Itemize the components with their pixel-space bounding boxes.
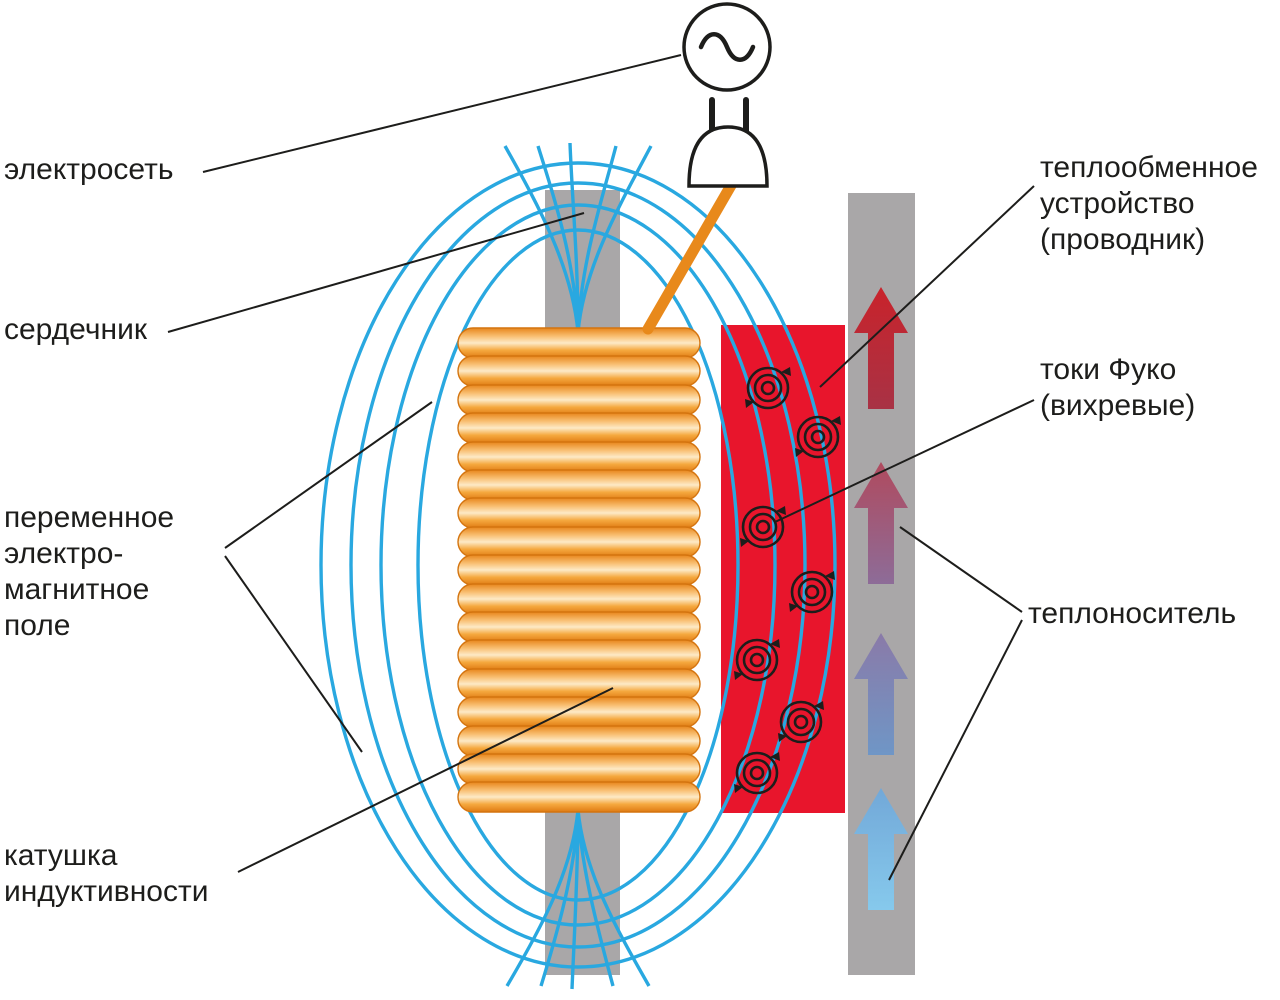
coil-turn bbox=[457, 696, 701, 728]
label-core: сердечник bbox=[4, 313, 147, 346]
pointer-field-lower bbox=[224, 555, 363, 753]
coil-turn bbox=[457, 781, 701, 813]
power-cable bbox=[642, 176, 739, 335]
pointer-field-upper bbox=[224, 401, 433, 549]
pointer-power-grid bbox=[202, 54, 682, 173]
coil-turn bbox=[457, 327, 701, 359]
coil-turn bbox=[457, 355, 701, 387]
coil-turn bbox=[457, 384, 701, 416]
label-heat-carrier: теплоноситель bbox=[1028, 597, 1237, 630]
coil-turn bbox=[457, 497, 701, 529]
label-power-grid: электросеть bbox=[4, 153, 174, 186]
pointer-coil bbox=[237, 687, 614, 873]
coil-turn bbox=[457, 554, 701, 586]
pointer-core bbox=[167, 212, 585, 333]
coil-turn bbox=[457, 725, 701, 757]
coil-turn bbox=[457, 668, 701, 700]
magnetic-field-lines bbox=[319, 142, 837, 990]
callout-lines bbox=[167, 54, 1035, 881]
coil-turn bbox=[457, 611, 701, 643]
label-coil: катушка индуктивности bbox=[4, 839, 209, 908]
coil-turn bbox=[457, 639, 701, 671]
induction-coil bbox=[457, 327, 701, 813]
ac-source-icon bbox=[682, 2, 772, 92]
coil-turn bbox=[457, 583, 701, 615]
label-field: переменное электро- магнитное поле bbox=[4, 501, 175, 642]
field-fan-bottom bbox=[505, 809, 651, 990]
plug-body bbox=[687, 125, 769, 188]
pointer-heat-carrier-lower bbox=[888, 619, 1023, 881]
coil-turn bbox=[457, 753, 701, 785]
pointer-eddy-currents bbox=[774, 399, 1035, 523]
plug-prongs bbox=[709, 97, 749, 135]
label-heat-exchanger: теплообменное устройство (проводник) bbox=[1040, 151, 1258, 256]
field-line-loop bbox=[416, 228, 740, 902]
plug-icon bbox=[687, 97, 769, 188]
field-line-loop bbox=[349, 181, 807, 949]
field-line-loop bbox=[379, 203, 777, 927]
pointer-heat-exchanger bbox=[819, 185, 1035, 388]
sine-wave-glyph bbox=[698, 32, 756, 62]
label-eddy-currents: токи Фуко (вихревые) bbox=[1040, 353, 1196, 422]
coil-turn bbox=[457, 441, 701, 473]
pointer-heat-carrier-upper bbox=[899, 526, 1023, 613]
coil-turn bbox=[457, 412, 701, 444]
field-line-loop bbox=[319, 161, 837, 969]
field-fan-top bbox=[503, 142, 653, 333]
coil-turn bbox=[457, 526, 701, 558]
coil-turn bbox=[457, 469, 701, 501]
